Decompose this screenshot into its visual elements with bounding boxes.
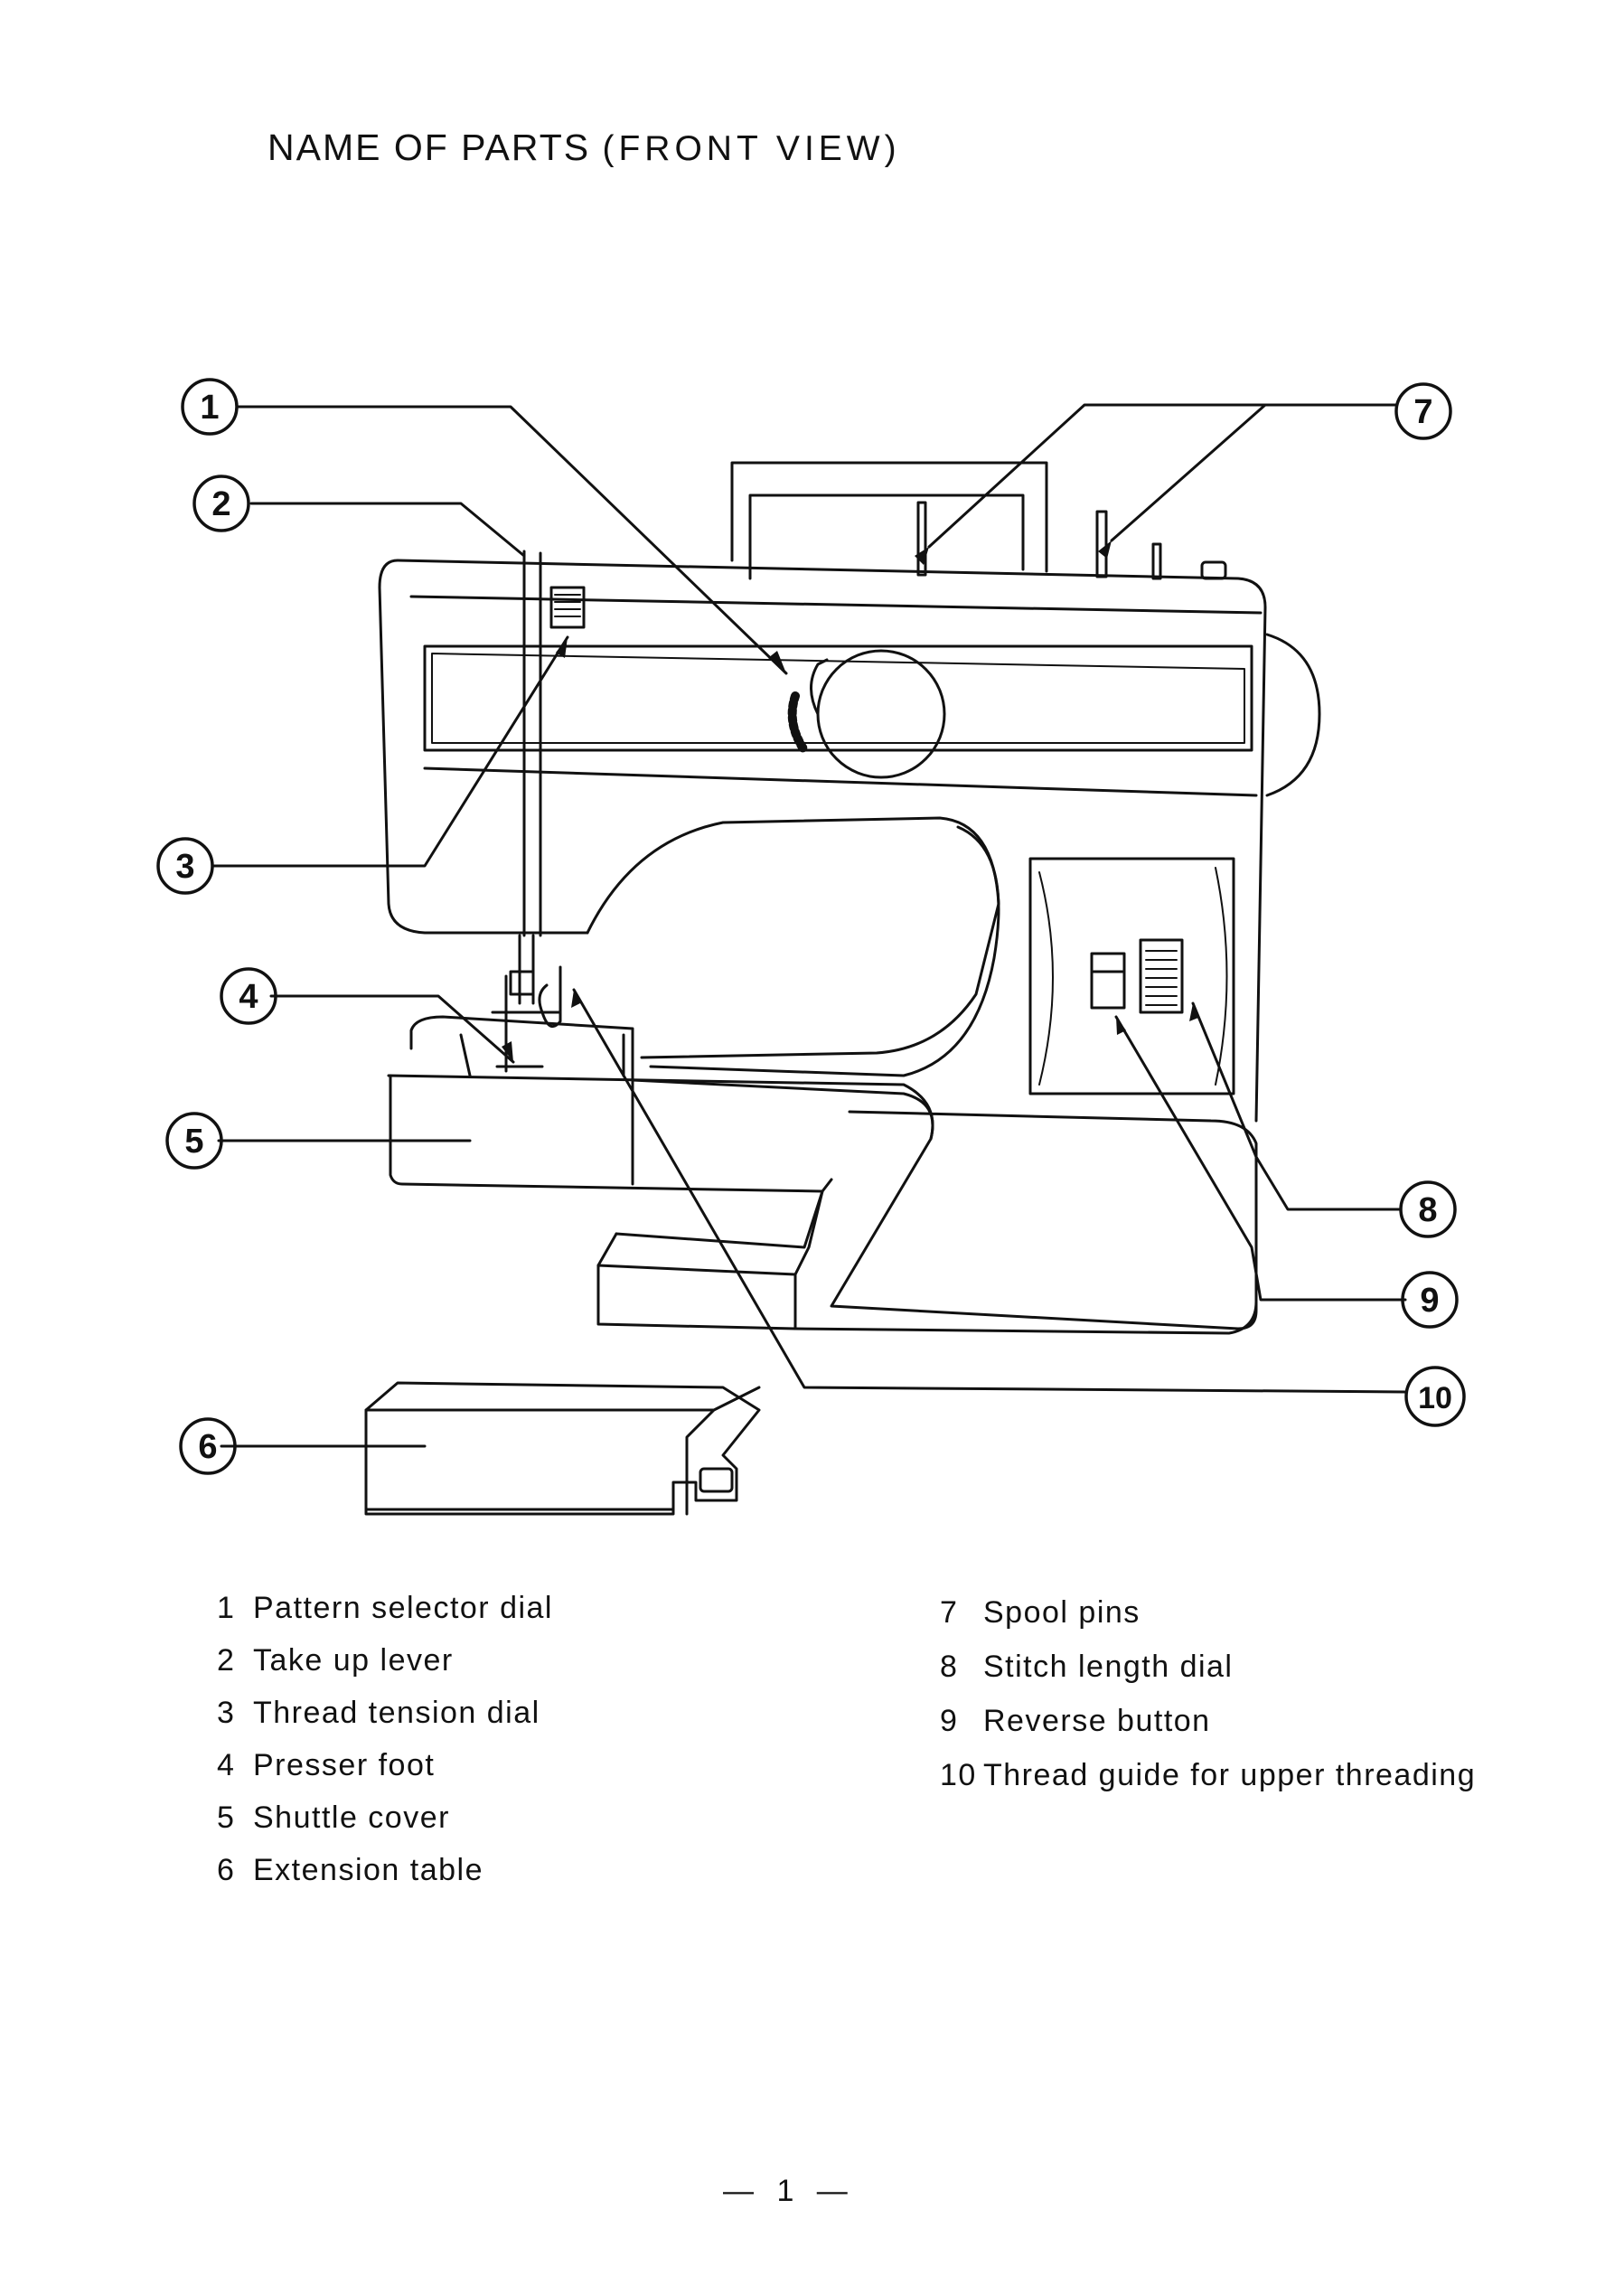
legend-label: Spool pins [983, 1595, 1141, 1630]
callout-6: 6 [198, 1428, 217, 1466]
machine-top-handle [730, 461, 1048, 573]
legend-num: 6 [217, 1853, 236, 1887]
title-text: NAME OF PARTS [268, 127, 591, 168]
legend-item: 8 Stitch length dial [940, 1650, 1234, 1685]
callout-10: 10 [1418, 1381, 1452, 1415]
legend-num: 4 [217, 1748, 236, 1782]
pattern-selector-dial [816, 649, 946, 779]
callout-9-circle [1401, 1271, 1459, 1329]
machine-upper-arm [378, 559, 589, 935]
machine-neck [586, 816, 1000, 1059]
spool-pin-left [916, 501, 927, 577]
callout-1-circle [181, 378, 239, 436]
legend-item: 1 Pattern selector dial [217, 1591, 553, 1626]
legend-label: Extension table [253, 1853, 483, 1887]
legend-item: 7 Spool pins [940, 1595, 1141, 1631]
legend-label: Thread guide for upper threading [983, 1758, 1477, 1792]
control-panel [1028, 857, 1235, 1095]
legend-label: Presser foot [253, 1748, 436, 1782]
front-panel-window [423, 644, 1253, 752]
legend-item: 4 Presser foot [217, 1748, 435, 1783]
page-title: NAME OF PARTS (FRONT VIEW) [268, 127, 901, 169]
thread-tension-dial [549, 586, 586, 629]
callout-5-circle [165, 1112, 223, 1170]
legend-label: Stitch length dial [983, 1650, 1234, 1684]
legend-num: 2 [217, 1643, 236, 1678]
legend-item: 2 Take up lever [217, 1643, 454, 1678]
callout-4-circle [220, 967, 277, 1025]
legend-label: Thread tension dial [253, 1696, 540, 1730]
callout-9: 9 [1420, 1282, 1439, 1320]
legend-label: Take up lever [253, 1643, 454, 1678]
legend-num: 1 [217, 1591, 236, 1625]
legend-num: 9 [940, 1704, 959, 1738]
callout-4: 4 [239, 978, 258, 1016]
legend-item: 9 Reverse button [940, 1704, 1211, 1739]
legend-num: 5 [217, 1800, 236, 1835]
legend-label: Shuttle cover [253, 1800, 450, 1835]
callout-7: 7 [1413, 393, 1432, 431]
legend-label: Reverse button [983, 1704, 1211, 1738]
page-number: — 1 — [723, 2174, 855, 2208]
legend-num: 10 [940, 1758, 977, 1792]
machine-bed [409, 1015, 1258, 1330]
legend-item: 5 Shuttle cover [217, 1800, 450, 1836]
callout-2: 2 [211, 485, 230, 523]
callout-2-circle [192, 475, 250, 532]
callout-3-circle [156, 837, 214, 895]
reverse-button [1090, 952, 1126, 1010]
title-subtitle: (FRONT VIEW) [602, 129, 901, 168]
legend-num: 7 [940, 1595, 959, 1630]
spool-pin-right [1095, 510, 1108, 578]
legend-label: Pattern selector dial [253, 1591, 553, 1625]
shuttle-cover [389, 1074, 833, 1193]
take-up-lever [522, 550, 542, 937]
callout-3: 3 [175, 848, 194, 886]
stitch-length-dial [1139, 938, 1184, 1014]
callout-7-circle [1394, 382, 1452, 440]
hand-wheel [1265, 633, 1321, 797]
legend-num: 3 [217, 1696, 236, 1730]
legend-num: 8 [940, 1650, 959, 1684]
legend-item: 6 Extension table [217, 1853, 483, 1888]
legend-item: 3 Thread tension dial [217, 1696, 540, 1731]
extension-table [364, 1381, 761, 1516]
callout-10-circle [1404, 1366, 1466, 1427]
callout-5: 5 [184, 1123, 203, 1161]
callout-1: 1 [200, 389, 219, 427]
callout-6-circle [179, 1417, 237, 1475]
callout-8: 8 [1418, 1191, 1437, 1229]
callout-8-circle [1399, 1180, 1457, 1238]
